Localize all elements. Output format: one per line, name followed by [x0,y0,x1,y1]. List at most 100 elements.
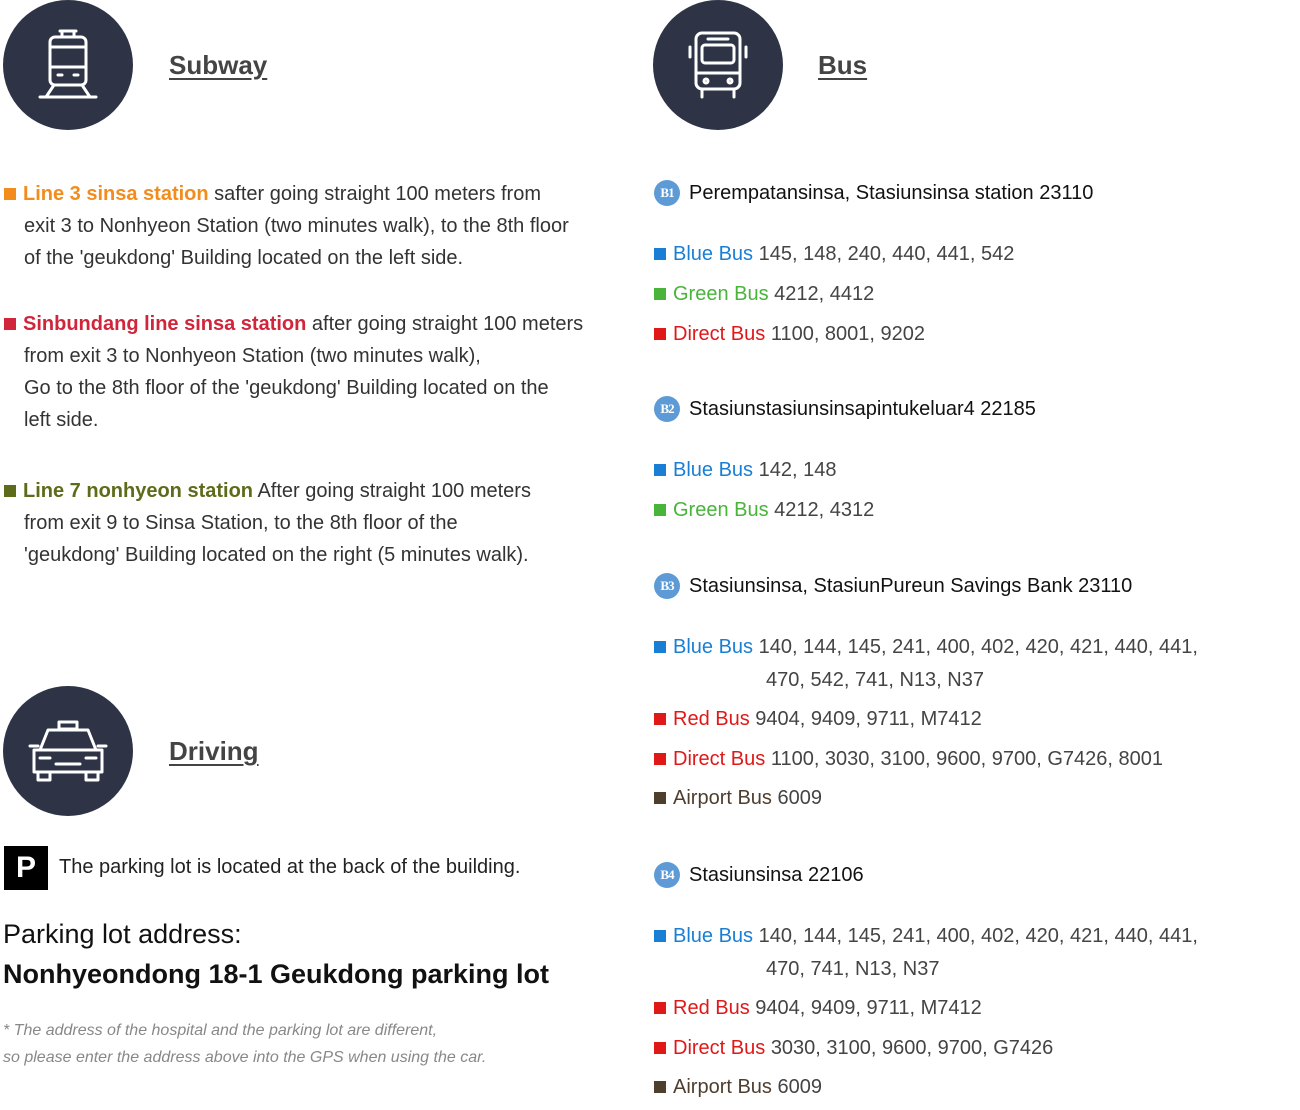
sinbundang-text2: from exit 3 to Nonhyeon Station (two min… [24,345,481,367]
bus-line-b1-green: Green Bus 4212, 4412 [654,278,1274,311]
sinbundang-text1: after going straight 100 meters [306,313,584,335]
stop-name-b4: Stasiunsinsa 22106 [689,863,864,886]
line3-label: Line 3 sinsa station [23,183,209,205]
bus-type: Red Bus [673,997,750,1019]
subway-item-line3: Line 3 sinsa station safter going straig… [4,178,624,274]
line7-text2: from exit 9 to Sinsa Station, to the 8th… [24,512,458,534]
line3-text1: safter going straight 100 meters from [208,183,541,205]
sinbundang-marker [4,317,16,330]
line3-text3: of the 'geukdong' Building located on th… [24,247,464,269]
stop-name-b1: Perempatansinsa, Stasiunsinsa station 23… [689,181,1094,204]
bus-numbers: 142, 148 [758,459,837,481]
bus-line-b1-direct: Direct Bus 1100, 8001, 9202 [654,318,1274,351]
bus-type: Direct Bus [673,748,766,770]
bus-stop-b3: B3 Stasiunsinsa, StasiunPureun Savings B… [654,573,1132,599]
driving-title[interactable]: Driving [169,736,259,766]
bus-stop-b1: B1 Perempatansinsa, Stasiunsinsa station… [654,180,1093,206]
bus-line-b4-blue: Blue Bus 140, 144, 145, 241, 400, 402, 4… [654,920,1274,986]
train-icon [38,29,98,99]
bus-type: Airport Bus [673,1076,772,1098]
sinbundang-text4: left side. [24,409,99,431]
bus-numbers: 9404, 9409, 9711, M7412 [755,997,982,1019]
bus-line-b4-red: Red Bus 9404, 9409, 9711, M7412 [654,992,1274,1025]
bus-numbers: 145, 148, 240, 440, 441, 542 [758,243,1015,265]
bus-line-b1-blue: Blue Bus 145, 148, 240, 440, 441, 542 [654,238,1274,271]
bus-numbers-cont: 470, 542, 741, N13, N37 [766,669,984,691]
bus-line-b2-blue: Blue Bus 142, 148 [654,454,1274,487]
stop-name-b2: Stasiunstasiunsinsapintukeluar4 22185 [689,397,1036,420]
bus-numbers: 1100, 8001, 9202 [770,323,926,345]
bus-line-b3-red: Red Bus 9404, 9409, 9711, M7412 [654,703,1274,736]
bus-numbers: 140, 144, 145, 241, 400, 402, 420, 421, … [758,925,1198,947]
bus-numbers: 6009 [777,787,823,809]
subway-item-line7: Line 7 nonhyeon station After going stra… [4,475,624,571]
bus-line-b4-airport: Airport Bus 6009 [654,1071,1274,1104]
subway-item-sinbundang: Sinbundang line sinsa station after goin… [4,308,624,436]
line7-text3: 'geukdong' Building located on the right… [24,544,529,566]
sinbundang-label: Sinbundang line sinsa station [23,313,307,335]
red-bus-marker [654,712,666,725]
bus-type: Blue Bus [673,925,754,947]
bus-stop-b2: B2 Stasiunstasiunsinsapintukeluar4 22185 [654,396,1036,422]
bus-icon [688,31,748,99]
bus-numbers: 4212, 4412 [774,283,875,305]
stop-badge-b1: B1 [654,180,680,206]
stop-badge-b2: B2 [654,396,680,422]
bus-type: Direct Bus [673,1037,766,1059]
red-bus-marker [654,1001,666,1014]
bus-type: Red Bus [673,708,750,730]
line3-text2: exit 3 to Nonhyeon Station (two minutes … [24,215,569,237]
parking-address-value: Nonhyeondong 18-1 Geukdong parking lot [3,959,550,989]
bus-stop-b4: B4 Stasiunsinsa 22106 [654,862,864,888]
bus-type: Green Bus [673,283,769,305]
bus-title[interactable]: Bus [818,50,868,80]
green-bus-marker [654,503,666,516]
bus-type: Direct Bus [673,323,766,345]
bus-numbers: 1100, 3030, 3100, 9600, 9700, G7426, 800… [770,748,1164,770]
bus-type: Blue Bus [673,243,754,265]
bus-line-b3-blue: Blue Bus 140, 144, 145, 241, 400, 402, 4… [654,631,1274,697]
direct-bus-marker [654,327,666,340]
stop-name-b3: Stasiunsinsa, StasiunPureun Savings Bank… [689,574,1133,597]
stop-badge-b3: B3 [654,573,680,599]
airport-bus-marker [654,1080,666,1093]
parking-disclaimer-2: so please enter the address above into t… [3,1049,487,1066]
line7-marker [4,484,16,497]
subway-title[interactable]: Subway [169,50,268,80]
subway-icon-circle [3,0,133,130]
parking-disclaimer-1: * The address of the hospital and the pa… [3,1022,438,1039]
bus-line-b3-airport: Airport Bus 6009 [654,782,1274,815]
stop-badge-b4: B4 [654,862,680,888]
taxi-icon [28,720,108,782]
bus-numbers-cont: 470, 741, N13, N37 [766,958,940,980]
bus-numbers: 9404, 9409, 9711, M7412 [755,708,982,730]
sinbundang-text3: Go to the 8th floor of the 'geukdong' Bu… [24,377,549,399]
blue-bus-marker [654,247,666,260]
line3-marker [4,187,16,200]
direct-bus-marker [654,752,666,765]
blue-bus-marker [654,463,666,476]
bus-type: Green Bus [673,499,769,521]
bus-numbers: 3030, 3100, 9600, 9700, G7426 [770,1037,1054,1059]
bus-numbers: 6009 [777,1076,823,1098]
blue-bus-marker [654,640,666,653]
bus-line-b4-direct: Direct Bus 3030, 3100, 9600, 9700, G7426 [654,1032,1274,1065]
bus-line-b2-green: Green Bus 4212, 4312 [654,494,1274,527]
bus-type: Airport Bus [673,787,772,809]
blue-bus-marker [654,929,666,942]
parking-address-label: Parking lot address: [3,919,242,949]
direct-bus-marker [654,1041,666,1054]
green-bus-marker [654,287,666,300]
driving-icon-circle [3,686,133,816]
line7-label: Line 7 nonhyeon station [23,480,254,502]
line7-text1: After going straight 100 meters [253,480,531,502]
bus-numbers: 140, 144, 145, 241, 400, 402, 420, 421, … [758,636,1198,658]
parking-badge: P [4,846,48,890]
bus-icon-circle [653,0,783,130]
bus-type: Blue Bus [673,636,754,658]
bus-type: Blue Bus [673,459,754,481]
airport-bus-marker [654,791,666,804]
bus-numbers: 4212, 4312 [774,499,875,521]
bus-line-b3-direct: Direct Bus 1100, 3030, 3100, 9600, 9700,… [654,743,1274,776]
parking-note: The parking lot is located at the back o… [59,856,521,878]
